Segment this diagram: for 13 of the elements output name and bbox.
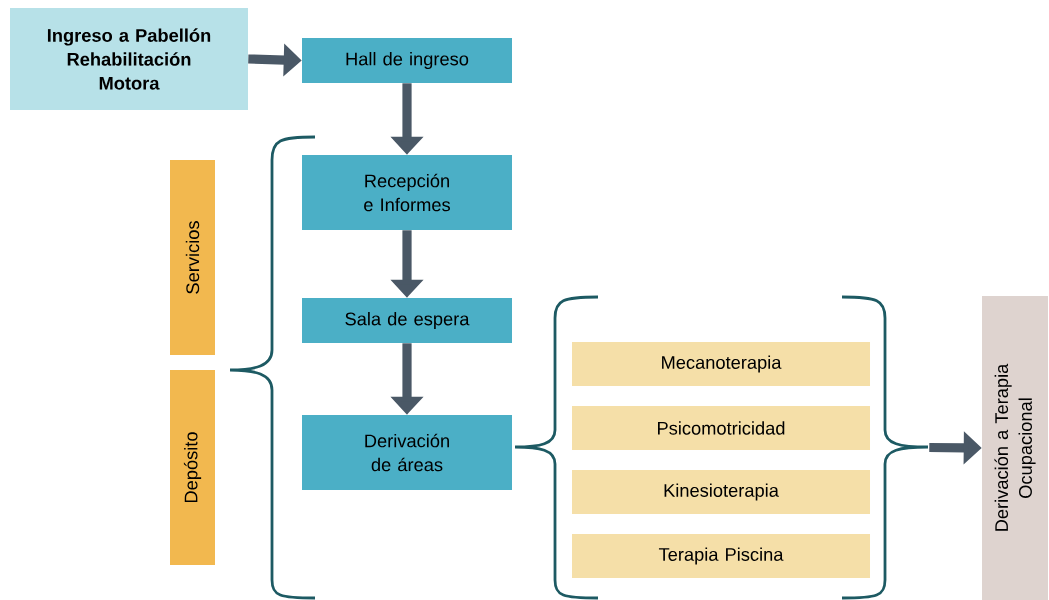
entry-box: Ingreso a Pabellón Rehabilitación Motora: [10, 8, 248, 110]
therapy-box: Kinesioterapia: [572, 470, 870, 514]
exit-box: Derivación a Terapia Ocupacional: [982, 296, 1048, 600]
process-box: Derivación de áreas: [302, 415, 512, 490]
therapy-box: Psicomotricidad: [572, 406, 870, 450]
therapy-box: Terapia Piscina: [572, 534, 870, 578]
process-box: Sala de espera: [302, 298, 512, 343]
side-bar: Servicios: [170, 160, 215, 355]
process-box: Recepción e Informes: [302, 155, 512, 230]
brace: [842, 295, 930, 600]
process-box: Hall de ingreso: [302, 38, 512, 83]
therapy-box: Mecanoterapia: [572, 342, 870, 386]
side-bar: Depósito: [170, 370, 215, 565]
